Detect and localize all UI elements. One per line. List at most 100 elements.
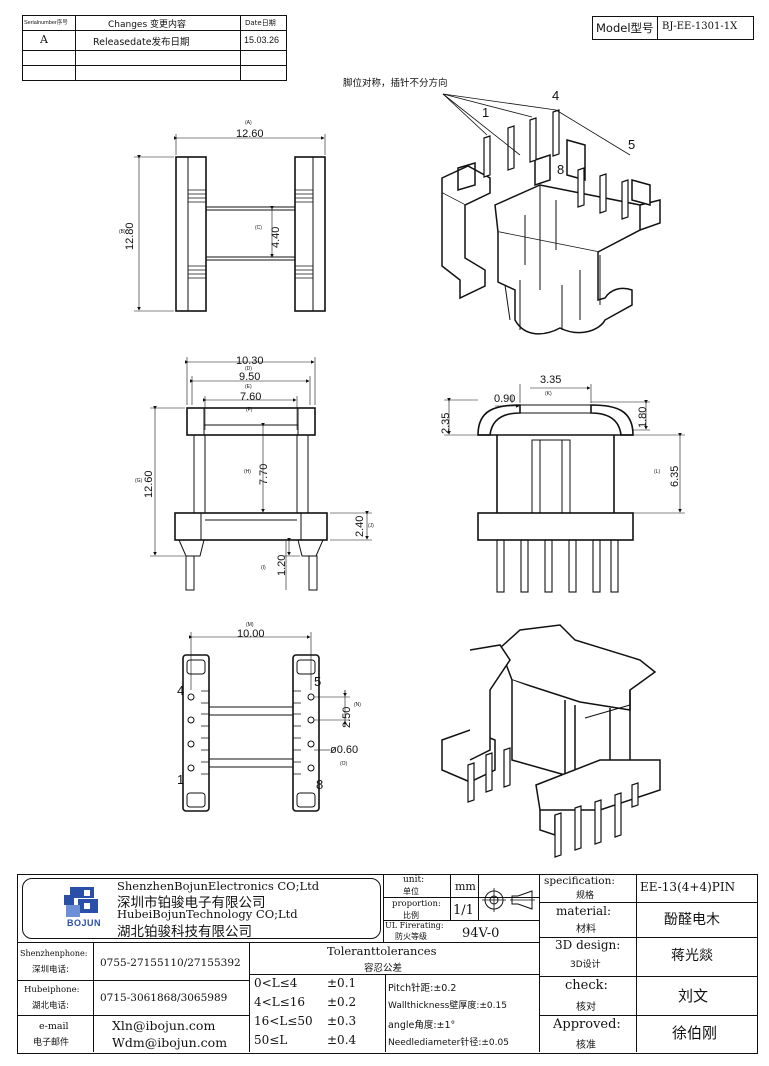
dim-h: 7.70 (258, 463, 270, 485)
ul-label: UL Firerating: (385, 921, 444, 930)
row-serial: A (40, 33, 48, 46)
projection-symbol (482, 882, 537, 922)
dim-235: 2.35 (440, 412, 452, 434)
company-en-1: ShenzhenBojunElectronics CO;Ltd (117, 879, 320, 893)
tol-value-0: ±0.1 (327, 976, 357, 990)
pin-label-1: 1 (177, 772, 185, 787)
dim-e: 9.50 (239, 371, 261, 383)
dim-j-ref: (J) (368, 523, 374, 529)
header-changes: Changes 变更内容 (108, 20, 187, 30)
row-changes: Releasedate发布日期 (93, 37, 190, 48)
iso-view-bottom-pins (467, 747, 639, 858)
tol-note-1: Wallthickness壁厚度:±0.15 (388, 1001, 507, 1011)
email-label: e-mail (39, 1021, 69, 1032)
dim-h-ref: (H) (244, 469, 251, 475)
sz-phone-label: Shenzhenphone: (20, 949, 88, 958)
design-label: 3D design: (555, 938, 621, 952)
tol-note-3: Needlediameter针径:±0.05 (388, 1038, 509, 1048)
dim-l: 6.35 (669, 465, 681, 487)
tol-range-1: 4<L≤16 (254, 995, 305, 1009)
tol-range-0: 0<L≤4 (254, 976, 298, 990)
hb-phone-label: Hubeiphone: (24, 985, 80, 995)
header-serial: Serialnumber序号 (24, 20, 68, 26)
dim-i: 1.20 (276, 554, 288, 576)
dim-m-ref: (M) (246, 622, 254, 628)
tol-value-1: ±0.2 (327, 995, 357, 1009)
proportion-value: 1/1 (453, 903, 474, 918)
dim-090: 0.90 (494, 393, 516, 405)
dim-b-ref: (B) (119, 229, 126, 235)
bottom-view (182, 632, 350, 812)
logo-text: BOJUN (67, 918, 102, 928)
title-block: BOJUN ShenzhenBojunElectronics CO;Ltd 深圳… (17, 874, 758, 1054)
dim-a: 12.60 (236, 128, 264, 140)
dim-a-ref: (A) (245, 120, 252, 126)
pin-label-4: 4 (177, 683, 185, 698)
check-label-cn: 核对 (576, 1002, 596, 1013)
tol-value-3: ±0.4 (327, 1033, 357, 1047)
iso-label-8: 8 (557, 162, 565, 177)
dim-d-ref: (D) (245, 366, 252, 372)
approved-label-cn: 核准 (576, 1040, 596, 1051)
tol-note-0: Pitch针距:±0.2 (388, 983, 457, 994)
dim-c: 4.40 (270, 226, 282, 248)
dim-b: 12.80 (124, 222, 136, 250)
ul-value: 94V-0 (462, 926, 500, 941)
approved-label: Approved: (553, 1017, 621, 1032)
tol-value-2: ±0.3 (327, 1014, 357, 1028)
pin-label-8: 8 (316, 777, 324, 792)
dim-c-ref: (C) (255, 225, 262, 231)
company-cn-2: 湖北铂骏科技有限公司 (117, 924, 252, 940)
dim-n-ref: (N) (354, 702, 361, 708)
tol-range-2: 16<L≤50 (254, 1014, 313, 1028)
hb-phone-label-cn: 湖北电话: (32, 1001, 69, 1011)
material-label: material: (556, 904, 612, 918)
dim-k-ref: (K) (545, 391, 552, 397)
revision-table: Serialnumber序号 Changes 变更内容 Date日期 A Rel… (22, 15, 287, 81)
front-view (150, 357, 372, 591)
dim-o-ref: (O) (340, 761, 348, 767)
dim-m: 10.00 (237, 628, 265, 640)
iso-label-4: 4 (552, 88, 560, 103)
approved-value: 徐伯刚 (672, 1024, 718, 1042)
unit-label: unit: (403, 875, 425, 885)
row-date: 15.03.26 (244, 35, 280, 45)
model-label: Model型号 (596, 21, 654, 35)
company-en-2: HubeiBojunTechnology CO;Ltd (117, 907, 298, 921)
material-value: 酚醛电木 (664, 912, 720, 928)
spec-label: specification: (544, 875, 615, 887)
model-box: Model型号 BJ-EE-1301-1X (592, 16, 754, 40)
dim-g: 12.60 (143, 470, 155, 498)
design-value: 蒋光燚 (671, 948, 713, 964)
header-date: Date日期 (245, 19, 276, 27)
dim-180: 1.80 (637, 406, 649, 428)
tol-title: Toleranttolerances (327, 944, 437, 958)
hb-phone: 0715-3061868/3065989 (100, 992, 228, 1004)
tol-note-2: angle角度:±1° (388, 1020, 456, 1031)
dim-e-ref: (E) (245, 384, 252, 390)
iso-view-top (441, 139, 661, 335)
dim-j: 2.40 (354, 515, 366, 537)
sz-phone: 0755-27155110/27155392 (100, 957, 241, 969)
dim-f-ref: (F) (246, 407, 253, 413)
ul-label-cn: 防火等级 (395, 932, 427, 941)
pin-note: 脚位对称，插针不分方向 (343, 78, 448, 89)
top-view (134, 134, 326, 312)
sz-phone-label-cn: 深圳电话: (32, 965, 69, 975)
iso-label-5: 5 (628, 137, 636, 152)
material-label-cn: 材料 (576, 924, 596, 935)
design-label-cn: 3D设计 (570, 960, 601, 970)
check-value: 刘文 (678, 987, 709, 1005)
dim-i-ref: (I) (261, 565, 266, 571)
dim-f: 7.60 (240, 391, 262, 403)
dim-l-ref: (L) (654, 469, 661, 475)
dim-o: ø0.60 (330, 744, 359, 756)
dim-k: 3.35 (540, 374, 562, 386)
company-logo: BOJUN (64, 885, 104, 929)
check-label: check: (565, 978, 608, 993)
proportion-label-cn: 比例 (403, 911, 419, 920)
dim-n: 2.50 (341, 706, 353, 728)
pin-label-5: 5 (314, 674, 322, 689)
unit-value: mm (455, 880, 476, 893)
unit-label-cn: 单位 (403, 887, 419, 896)
